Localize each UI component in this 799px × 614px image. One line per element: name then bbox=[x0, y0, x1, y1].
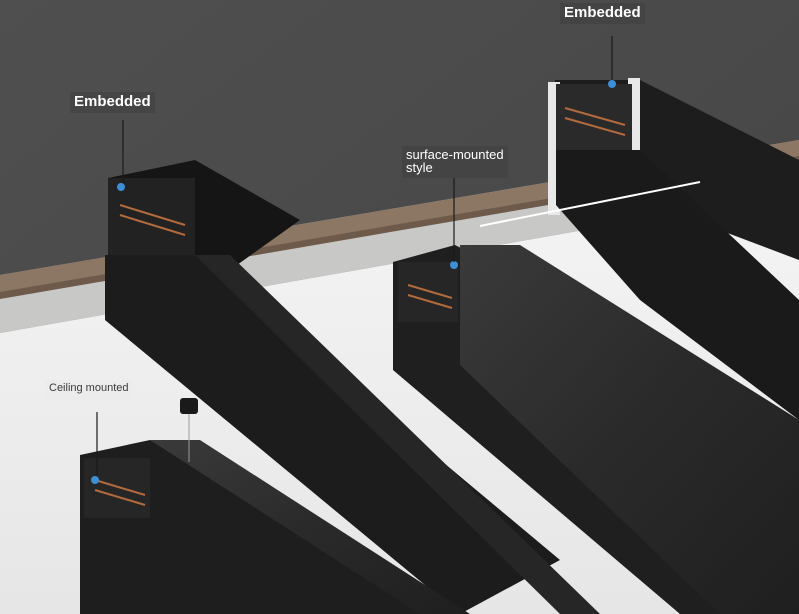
label-embedded-left: Embedded bbox=[70, 92, 155, 113]
label-surface-line1: surface-mounted bbox=[406, 147, 504, 162]
ceiling-mounted-rail bbox=[80, 440, 470, 614]
label-surface-mounted: surface-mounted style bbox=[402, 146, 508, 178]
ceiling-highlight bbox=[479, 181, 701, 227]
label-ceiling-mounted: Ceiling mounted bbox=[45, 380, 133, 401]
surface-mounted-rail bbox=[393, 245, 799, 614]
embedded-rail-right bbox=[548, 78, 799, 420]
label-embedded-left-text: Embedded bbox=[74, 93, 151, 110]
label-surface-line2: style bbox=[406, 160, 433, 175]
label-ceiling-mounted-text: Ceiling mounted bbox=[49, 382, 129, 394]
label-embedded-right: Embedded bbox=[560, 3, 645, 24]
embedded-rail-left bbox=[105, 160, 600, 614]
suspension-wire bbox=[180, 398, 198, 462]
label-embedded-right-text: Embedded bbox=[564, 4, 641, 21]
